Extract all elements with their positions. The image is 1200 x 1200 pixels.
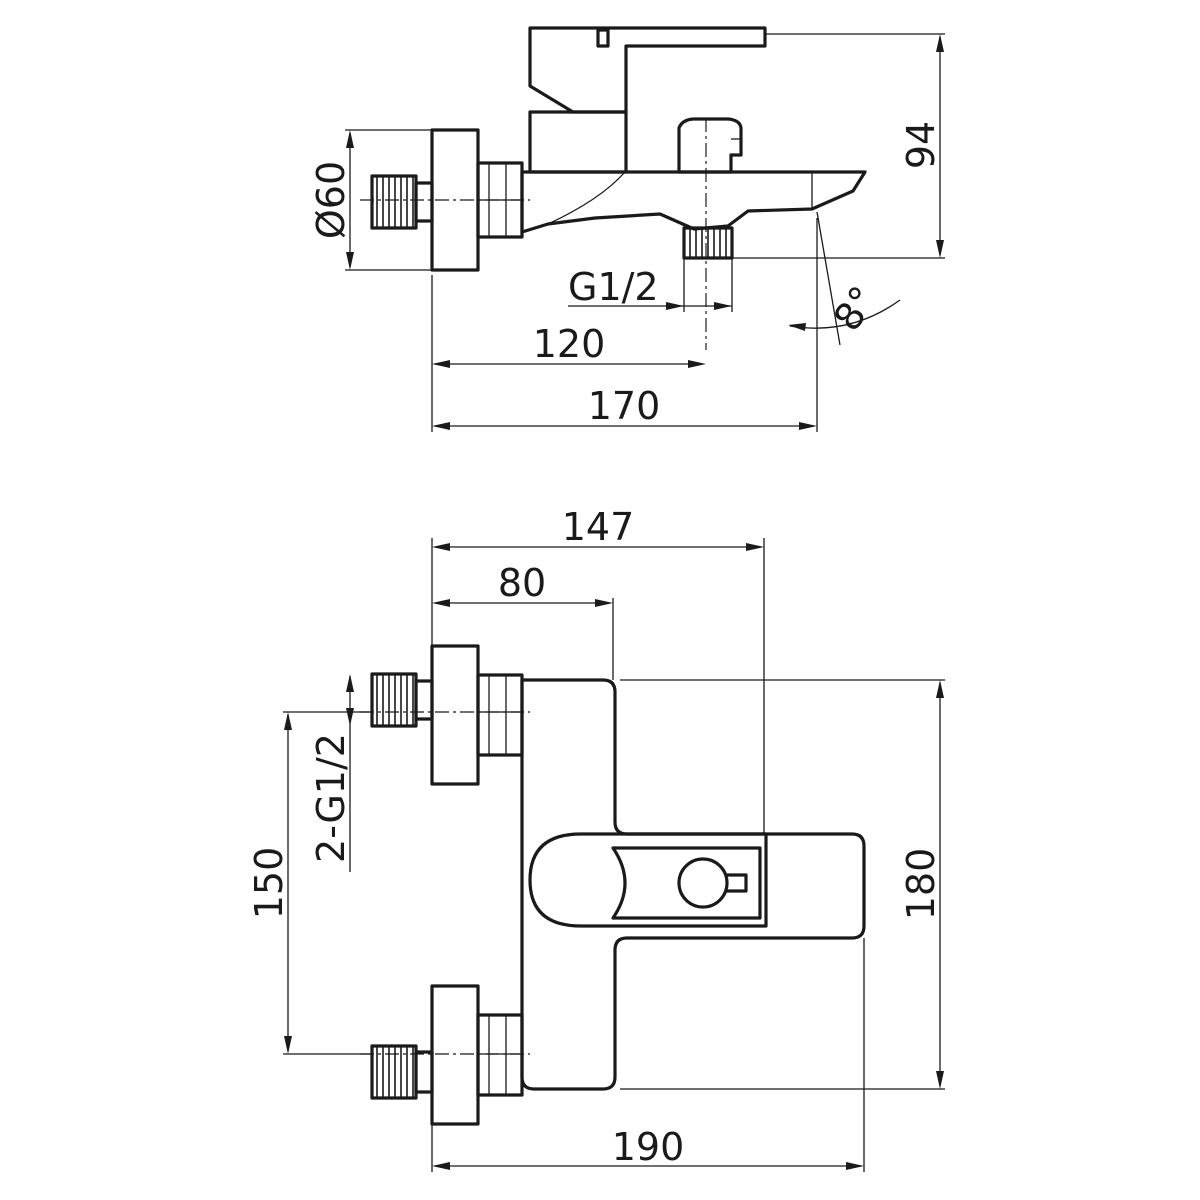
side-lever bbox=[528, 26, 767, 174]
dim-spout-angle: 8° bbox=[825, 278, 886, 339]
dim-inlet-thread: 2-G1/2 bbox=[309, 733, 353, 863]
side-outlet-thread bbox=[682, 226, 734, 260]
top-view: 147 80 2-G1/2 150 180 190 bbox=[247, 505, 945, 1172]
top-inlet-upper bbox=[370, 644, 524, 786]
side-inlet-thread bbox=[370, 174, 434, 230]
dim-width-147: 147 bbox=[562, 505, 635, 549]
top-diverter-knob bbox=[677, 857, 748, 909]
dim-height-180: 180 bbox=[899, 848, 943, 921]
dim-inlet-spacing-150: 150 bbox=[247, 847, 291, 920]
top-inlet-lower bbox=[370, 984, 524, 1126]
side-body-spout bbox=[520, 170, 867, 234]
side-diverter-knob bbox=[677, 117, 743, 174]
dim-width-190: 190 bbox=[612, 1125, 685, 1169]
dim-height-94: 94 bbox=[899, 121, 943, 169]
top-body bbox=[520, 678, 866, 1091]
dim-width-80: 80 bbox=[498, 561, 546, 605]
dim-length-170: 170 bbox=[588, 384, 661, 428]
dim-diameter-60: Ø60 bbox=[309, 161, 353, 239]
top-handle-disc bbox=[528, 832, 768, 928]
dim-outlet-thread: G1/2 bbox=[568, 265, 659, 309]
side-view: Ø60 94 G1/2 120 170 8° bbox=[309, 26, 945, 432]
dim-outlet-distance-120: 120 bbox=[533, 322, 606, 366]
